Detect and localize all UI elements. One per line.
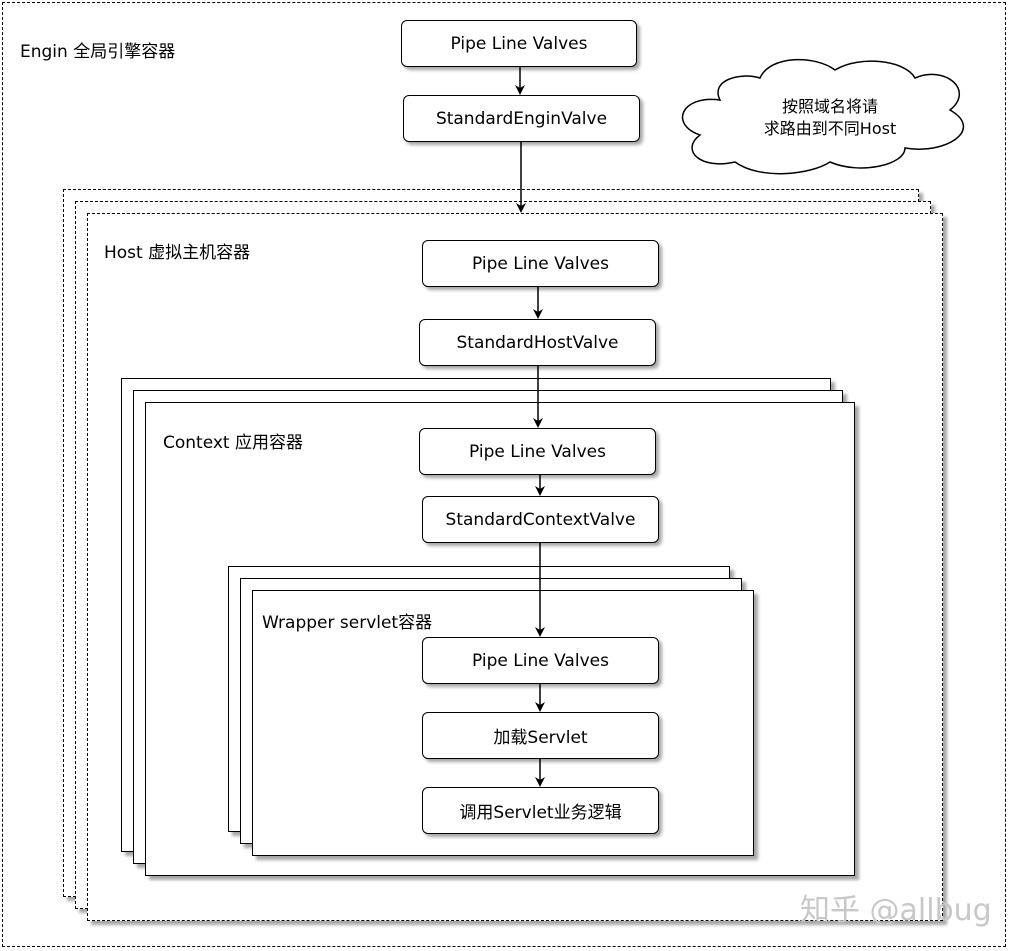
host-container-label: Host 虚拟主机容器 xyxy=(104,243,251,263)
load-servlet-node: 加载Servlet xyxy=(422,712,659,759)
cloud-note-line-1: 按照域名将请 xyxy=(781,97,878,116)
context-valve-node: StandardContextValve xyxy=(422,496,659,543)
engine-pipeline-node: Pipe Line Valves xyxy=(401,20,637,67)
wrapper-pipeline-node: Pipe Line Valves xyxy=(422,637,659,684)
cloud-note-line-2: 求路由到不同Host xyxy=(763,119,897,138)
host-pipeline-node: Pipe Line Valves xyxy=(422,240,659,287)
wrapper-container-label: Wrapper servlet容器 xyxy=(262,613,433,633)
invoke-servlet-node: 调用Servlet业务逻辑 xyxy=(422,787,659,834)
context-pipeline-node: Pipe Line Valves xyxy=(419,428,656,475)
engine-valve-node: StandardEnginValve xyxy=(403,95,640,142)
context-container-label: Context 应用容器 xyxy=(163,433,304,453)
watermark: 知乎 @allbug xyxy=(800,893,992,928)
host-valve-node: StandardHostValve xyxy=(419,319,656,366)
engine-container-label: Engin 全局引擎容器 xyxy=(20,42,176,62)
cloud-note: 按照域名将请 求路由到不同Host xyxy=(730,96,930,140)
